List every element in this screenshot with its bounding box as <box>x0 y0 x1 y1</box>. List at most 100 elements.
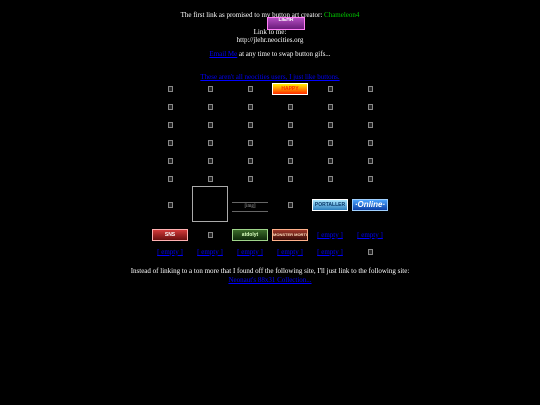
button-slot[interactable]: SNS <box>151 228 189 242</box>
broken-image-icon <box>167 140 173 146</box>
broken-image-icon <box>287 122 293 128</box>
large-image-placeholder[interactable] <box>192 186 228 222</box>
self-url: http://jlehr.neocities.org <box>236 36 304 44</box>
button-slot[interactable] <box>151 136 189 150</box>
broken-image-icon <box>327 176 333 182</box>
button-slot[interactable] <box>271 154 309 168</box>
button-slot[interactable] <box>271 118 309 132</box>
button-slot[interactable] <box>351 82 389 96</box>
button-slot[interactable] <box>271 136 309 150</box>
broken-image-icon <box>247 86 253 92</box>
button-slot[interactable] <box>351 136 389 150</box>
button-slot[interactable] <box>191 100 229 114</box>
button-slot[interactable] <box>271 172 309 186</box>
link-to-me-label: Link to me: <box>253 28 287 36</box>
button-slot[interactable] <box>231 100 269 114</box>
button-row <box>150 154 390 168</box>
small-image-placeholder[interactable]: [img] <box>232 202 268 212</box>
portaller-button: PORTALLER <box>312 199 348 211</box>
broken-image-icon <box>167 176 173 182</box>
button-slot[interactable] <box>151 100 189 114</box>
broken-image-icon <box>367 122 373 128</box>
broken-image-icon <box>207 140 213 146</box>
broken-image-icon <box>327 140 333 146</box>
button-slot[interactable] <box>271 198 309 212</box>
footer: Instead of linking to a ton more that I … <box>0 267 540 285</box>
broken-image-icon <box>327 122 333 128</box>
button-slot[interactable] <box>311 82 349 96</box>
broken-image-icon <box>207 158 213 164</box>
empty-slot-label: [ empty ] <box>237 247 263 256</box>
button-slot[interactable] <box>191 136 229 150</box>
empty-slot-label: [ empty ] <box>197 247 223 256</box>
button-slot[interactable]: HAPPY <box>271 82 309 96</box>
button-slot[interactable] <box>311 172 349 186</box>
broken-image-icon <box>167 122 173 128</box>
credit-text: The first link as promised to my button … <box>180 11 323 19</box>
self-button-badge[interactable]: LIEHR <box>267 17 305 30</box>
button-slot[interactable]: ·Online· <box>351 198 389 212</box>
button-slot[interactable] <box>311 154 349 168</box>
button-slot[interactable]: [ empty ] <box>351 228 389 242</box>
button-slot[interactable] <box>151 82 189 96</box>
button-slot[interactable]: [ empty ] <box>311 245 349 259</box>
button-slot[interactable] <box>191 82 229 96</box>
broken-image-icon <box>207 122 213 128</box>
broken-image-icon <box>247 140 253 146</box>
button-slot[interactable]: [ empty ] <box>311 228 349 242</box>
button-slot[interactable]: atdolyt <box>231 228 269 242</box>
notice-link[interactable]: These aren't all neocities users, I just… <box>200 73 340 81</box>
empty-slot-label: [ empty ] <box>277 247 303 256</box>
button-slot[interactable] <box>351 100 389 114</box>
button-slot[interactable]: [ empty ] <box>271 245 309 259</box>
button-slot[interactable] <box>351 172 389 186</box>
broken-image-icon <box>207 86 213 92</box>
broken-image-icon <box>167 86 173 92</box>
button-slot[interactable] <box>151 172 189 186</box>
button-slot[interactable] <box>351 154 389 168</box>
broken-image-icon <box>167 158 173 164</box>
broken-image-icon <box>367 176 373 182</box>
button-slot[interactable] <box>191 154 229 168</box>
button-slot[interactable] <box>231 172 269 186</box>
button-slot[interactable] <box>311 100 349 114</box>
broken-image-icon <box>287 202 293 208</box>
footer-text: Instead of linking to a ton more that I … <box>130 267 410 275</box>
button-slot[interactable] <box>191 172 229 186</box>
wolf-badge-button: atdolyt <box>232 229 268 241</box>
button-slot[interactable] <box>351 245 389 259</box>
broken-image-icon <box>367 249 373 255</box>
broken-image-icon <box>287 176 293 182</box>
empty-slot-label: [ empty ] <box>317 230 343 239</box>
button-row <box>150 118 390 132</box>
button-slot[interactable]: PORTALLER <box>311 198 349 212</box>
neonaut-collection-link[interactable]: Neonaut's 88x31 Collection... <box>228 275 312 284</box>
button-slot[interactable] <box>311 118 349 132</box>
email-link[interactable]: Email Me <box>209 50 238 58</box>
button-slot[interactable]: [ empty ] <box>151 245 189 259</box>
button-slot[interactable] <box>351 118 389 132</box>
button-slot[interactable]: [ empty ] <box>231 245 269 259</box>
button-slot[interactable] <box>151 198 189 212</box>
button-slot[interactable] <box>231 82 269 96</box>
button-slot[interactable] <box>151 118 189 132</box>
button-slot[interactable] <box>231 154 269 168</box>
button-slot[interactable] <box>151 154 189 168</box>
button-slot[interactable] <box>231 118 269 132</box>
button-slot[interactable]: [ empty ] <box>191 245 229 259</box>
button-row: PORTALLER ·Online· <box>150 198 390 212</box>
online-button: ·Online· <box>352 199 388 211</box>
button-slot[interactable] <box>191 118 229 132</box>
button-slot[interactable] <box>271 100 309 114</box>
button-slot[interactable]: MONSTER MORTUARY <box>271 228 309 242</box>
button-row: SNS atdolyt MONSTER MORTUARY [ empty ] [… <box>150 228 390 242</box>
broken-image-icon <box>207 104 213 110</box>
button-slot[interactable] <box>311 136 349 150</box>
button-slot[interactable] <box>191 228 229 242</box>
broken-image-icon <box>207 176 213 182</box>
button-slot[interactable] <box>231 136 269 150</box>
broken-image-icon <box>327 86 333 92</box>
empty-slot-label: [ empty ] <box>357 230 383 239</box>
creator-link[interactable]: Chameleon4 <box>324 11 360 19</box>
happy-button: HAPPY <box>272 83 308 95</box>
